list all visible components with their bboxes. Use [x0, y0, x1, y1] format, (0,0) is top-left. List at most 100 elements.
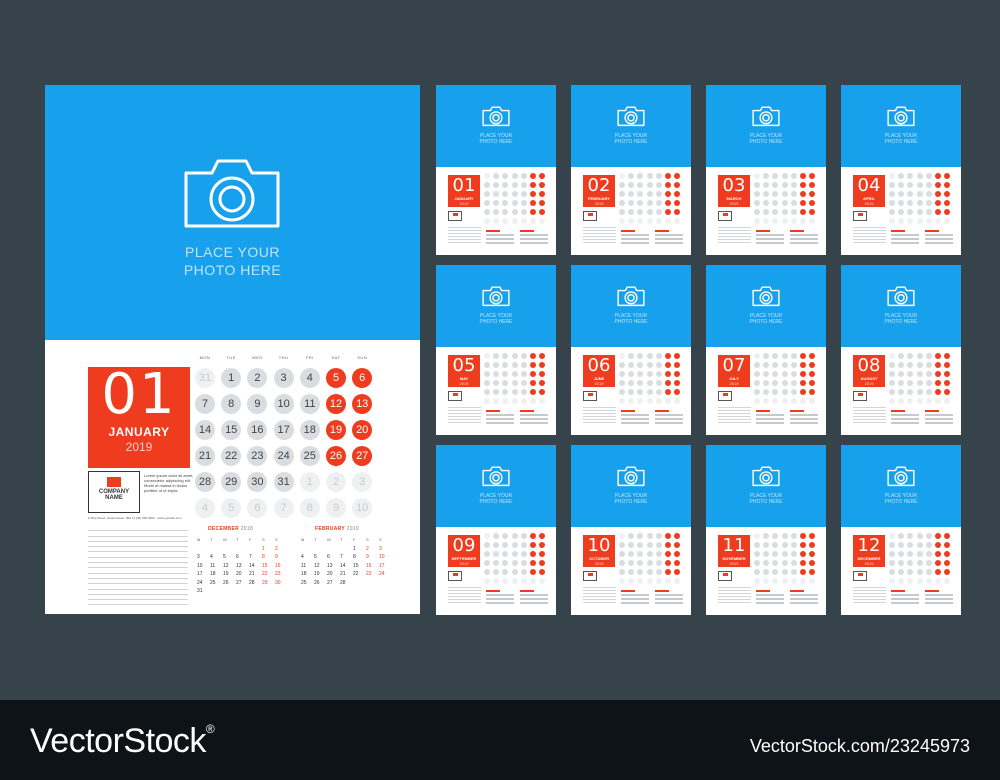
- calendar-day[interactable]: 8: [221, 394, 242, 414]
- weekday-label: SAT: [331, 355, 341, 360]
- calendar-day[interactable]: 4: [195, 498, 215, 518]
- thumb-day: [502, 560, 509, 566]
- thumb-day: [520, 578, 527, 584]
- calendar-day[interactable]: 26: [326, 446, 346, 466]
- calendar-day[interactable]: 2: [326, 472, 346, 492]
- thumb-day: [665, 389, 671, 395]
- thumb-day: [484, 560, 490, 566]
- calendar-day[interactable]: 11: [299, 394, 320, 414]
- thumb-day: [530, 371, 536, 377]
- calendar-day[interactable]: 23: [247, 446, 268, 466]
- thumb-day: [619, 173, 625, 179]
- calendar-day[interactable]: 5: [326, 368, 346, 388]
- calendar-day[interactable]: 5: [221, 498, 242, 518]
- mini-calendar: [655, 230, 683, 248]
- thumb-day: [907, 353, 914, 359]
- calendar-day[interactable]: 25: [299, 446, 320, 466]
- company-logo-box: [448, 391, 462, 401]
- calendar-day[interactable]: 7: [273, 498, 294, 518]
- calendar-day[interactable]: 31: [195, 368, 215, 388]
- calendar-day[interactable]: 17: [273, 420, 294, 440]
- calendar-day[interactable]: 4: [299, 368, 320, 388]
- thumb-day: [655, 533, 662, 539]
- calendar-day[interactable]: 30: [247, 472, 268, 492]
- thumb-day: [674, 209, 681, 215]
- month-year: 2019: [594, 561, 604, 566]
- thumb-day: [790, 191, 797, 197]
- mini-day: 22: [262, 571, 268, 577]
- calendar-day[interactable]: 2: [247, 368, 268, 388]
- thumb-day: [907, 209, 914, 215]
- thumb-day: [916, 533, 923, 539]
- calendar-day[interactable]: 22: [221, 446, 242, 466]
- calendar-day[interactable]: 29: [221, 472, 242, 492]
- calendar-day[interactable]: 13: [352, 394, 373, 414]
- calendar-day[interactable]: 3: [352, 472, 373, 492]
- mini-day: 18: [210, 571, 216, 577]
- thumb-day: [637, 191, 644, 197]
- mini-calendar: [756, 230, 784, 248]
- calendar-day[interactable]: 6: [247, 498, 268, 518]
- thumb-day: [502, 398, 509, 404]
- company-address: 0 Ship Street, Great Ocean, 000 +1 (00) …: [88, 516, 182, 520]
- thumb-day: [655, 371, 662, 377]
- calendar-day[interactable]: 10: [352, 498, 373, 518]
- calendar-day[interactable]: 28: [195, 472, 215, 492]
- calendar-day[interactable]: 10: [273, 394, 294, 414]
- thumb-day: [493, 209, 500, 215]
- calendar-day[interactable]: 8: [299, 498, 320, 518]
- calendar-day[interactable]: 1: [299, 472, 320, 492]
- mini-day: 9: [275, 554, 278, 560]
- thumb-day: [944, 209, 951, 215]
- calendar-day[interactable]: 18: [299, 420, 320, 440]
- calendar-day[interactable]: 3: [273, 368, 294, 388]
- month-year: 2019: [594, 381, 604, 386]
- notes-lines: [583, 225, 616, 243]
- calendar-day[interactable]: 24: [273, 446, 294, 466]
- calendar-day[interactable]: 31: [273, 472, 294, 492]
- camera-icon: [184, 159, 280, 228]
- thumb-day: [790, 542, 797, 548]
- calendar-day[interactable]: 7: [195, 394, 215, 414]
- mini-calendar: [891, 230, 919, 248]
- thumb-day: [655, 362, 662, 368]
- photo-placeholder[interactable]: PLACE YOUR PHOTO HERE: [45, 85, 420, 340]
- thumb-day: [790, 533, 797, 539]
- thumb-day: [935, 191, 941, 197]
- calendar-day[interactable]: 12: [326, 394, 346, 414]
- thumb-day: [754, 569, 760, 575]
- calendar-day[interactable]: 16: [247, 420, 268, 440]
- calendar-day[interactable]: 6: [352, 368, 373, 388]
- thumb-day: [628, 182, 635, 188]
- calendar-day[interactable]: 15: [221, 420, 242, 440]
- calendar-day[interactable]: 1: [221, 368, 242, 388]
- calendar-day[interactable]: 9: [247, 394, 268, 414]
- month-number: 10: [587, 535, 611, 556]
- mini-day: 11: [210, 562, 216, 569]
- calendar-day[interactable]: 20: [352, 420, 373, 440]
- calendar-day[interactable]: 9: [326, 498, 346, 518]
- thumb-day: [655, 560, 662, 566]
- calendar-day[interactable]: 27: [352, 446, 373, 466]
- calendar-day[interactable]: 19: [326, 420, 346, 440]
- thumb-day: [944, 218, 951, 224]
- mini-day: [223, 545, 236, 554]
- calendar-day[interactable]: 21: [195, 446, 215, 466]
- thumb-day: [781, 173, 788, 179]
- notes-lines: [718, 225, 751, 243]
- thumb-day: [511, 398, 518, 404]
- calendar-day[interactable]: 14: [195, 420, 215, 440]
